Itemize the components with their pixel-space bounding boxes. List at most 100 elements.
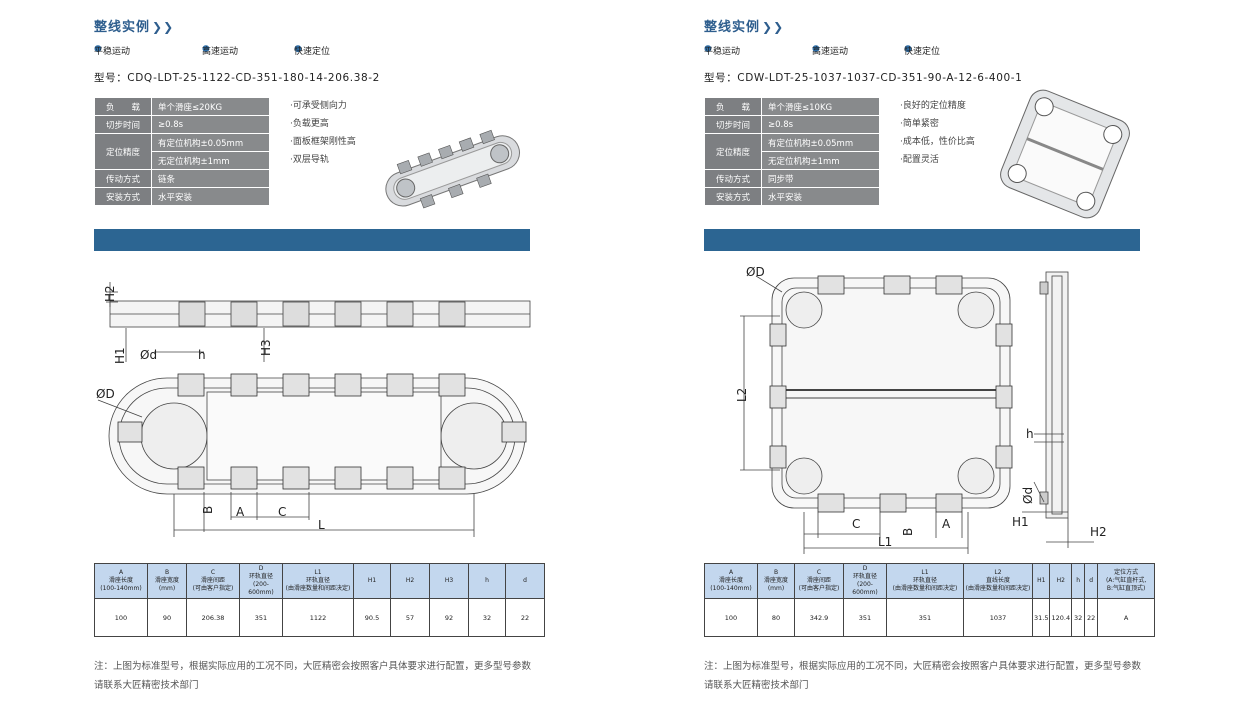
dim-label-b: B: [901, 528, 915, 536]
spec-table: 负 载单个滑座≤10KG 切步时间≥0.8s 定位精度有定位机构±0.05mm …: [704, 97, 880, 206]
dim-label-c: C: [852, 517, 860, 531]
feature-item: ·双层导轨: [290, 155, 329, 165]
spec-label: 定位精度: [704, 133, 762, 170]
spec-label: 传动方式: [704, 169, 762, 188]
table-cell: 57: [390, 598, 430, 637]
double-chevron-icon: ❯❯: [152, 20, 175, 34]
feature-bullet: 平稳运动: [94, 47, 131, 57]
table-cell: 351: [886, 598, 964, 637]
table-header: d: [505, 563, 545, 599]
table-header: H3: [429, 563, 469, 599]
feature-bullet: 高速运动: [812, 47, 849, 57]
feature-list: ·可承受侧向力 ·负载更高 ·面板框架刚性高 ·双层导轨: [290, 97, 356, 169]
bullet-icon: ●: [704, 44, 712, 54]
table-cell: 90: [147, 598, 187, 637]
product-photo: [385, 129, 520, 209]
section-title: 整线实例❯❯: [704, 20, 785, 35]
feature-bullet: 快速定位: [904, 47, 941, 57]
table-cell: 1122: [282, 598, 354, 637]
spec-value: 无定位机构±1mm: [151, 151, 270, 170]
dim-label-a: A: [236, 505, 245, 519]
feature-bullet: 高速运动: [202, 47, 239, 57]
dim-label-b: B: [201, 506, 215, 514]
feature-list: ·良好的定位精度 ·简单紧密 ·成本低，性价比高 ·配置灵活: [900, 97, 975, 169]
bullet-icon: ●: [202, 44, 210, 54]
dim-label-a: A: [942, 517, 951, 531]
table-cell: 32: [468, 598, 506, 637]
spec-label: 定位精度: [94, 133, 152, 170]
dim-label-D: ØD: [96, 387, 115, 401]
dim-label-l2: L2: [735, 388, 749, 402]
feature-bullet: 快速定位: [294, 47, 331, 57]
bullet-icon: ●: [904, 44, 912, 54]
feature-bullet: 平稳运动: [704, 47, 741, 57]
spec-value: 水平安装: [151, 187, 270, 206]
spec-table: 负 载单个滑座≤20KG 切步时间≥0.8s 定位精度有定位机构±0.05mm …: [94, 97, 270, 206]
table-header: H1: [353, 563, 391, 599]
left-panel: 整线实例❯❯ ● 平稳运动 ● 高速运动 ● 快速定位 型号：CDQ-LDT-2…: [94, 0, 554, 713]
table-header: H1: [1031, 563, 1051, 599]
footnote: 注：上图为标准型号，根据实际应用的工况不同，大匠精密会按照客户具体要求进行配置，…: [704, 661, 1142, 691]
table-cell: 31.5: [1031, 598, 1051, 637]
table-header: h: [468, 563, 506, 599]
table-header: d: [1084, 563, 1099, 599]
table-cell: 100: [704, 598, 758, 637]
dim-label-h2: H2: [1090, 525, 1107, 539]
table-cell: 90.5: [353, 598, 391, 637]
table-header: H2: [1049, 563, 1073, 599]
table-cell: 92: [429, 598, 469, 637]
feature-item: ·配置灵活: [900, 155, 939, 165]
spec-value: 链条: [151, 169, 270, 188]
technical-drawing: H2 H1 Ød h H3 ØD B A C L: [96, 282, 531, 537]
spec-value: 同步带: [761, 169, 880, 188]
spec-label: 负 载: [94, 97, 152, 116]
footnote: 注：上图为标准型号，根据实际应用的工况不同，大匠精密会按照客户具体要求进行配置，…: [94, 661, 532, 691]
feature-item: ·简单紧密: [900, 119, 939, 129]
table-cell: A: [1097, 598, 1156, 637]
dim-label-h1: H1: [1012, 515, 1029, 529]
table-cell: 32: [1071, 598, 1086, 637]
table-cell: 22: [505, 598, 545, 637]
model-number: 型号：CDQ-LDT-25-1122-CD-351-180-14-206.38-…: [94, 72, 380, 84]
dim-label-D: ØD: [746, 265, 765, 279]
spec-value: ≥0.8s: [151, 115, 270, 134]
table-row: 100 90 206.38 351 1122 90.5 57 92 32 22: [94, 598, 545, 637]
feature-item: ·面板框架刚性高: [290, 137, 356, 147]
spec-value: 单个滑座≤10KG: [761, 97, 880, 116]
spec-label: 切步时间: [94, 115, 152, 134]
dim-label-d: Ød: [1021, 487, 1035, 504]
dim-label-h: h: [1026, 427, 1034, 441]
bullet-icon: ●: [812, 44, 820, 54]
table-header: H2: [390, 563, 430, 599]
table-cell: 351: [239, 598, 283, 637]
spec-label: 安装方式: [704, 187, 762, 206]
feature-item: ·负载更高: [290, 119, 329, 129]
dim-label-l1: L1: [878, 535, 892, 549]
right-panel: 整线实例❯❯ ● 平稳运动 ● 高速运动 ● 快速定位 型号：CDW-LDT-2…: [704, 0, 1164, 713]
bullet-icon: ●: [294, 44, 302, 54]
model-number: 型号：CDW-LDT-25-1037-1037-CD-351-90-A-12-6…: [704, 72, 1023, 84]
spec-value: ≥0.8s: [761, 115, 880, 134]
table-cell: 342.9: [794, 598, 844, 637]
spec-label: 负 载: [704, 97, 762, 116]
spec-value: 水平安装: [761, 187, 880, 206]
dim-label-h: h: [198, 348, 206, 362]
spec-value: 有定位机构±0.05mm: [151, 133, 270, 152]
dim-label-h2: H2: [103, 285, 117, 302]
table-cell: 100: [94, 598, 148, 637]
section-bar: [704, 229, 1140, 251]
dim-label-d: Ød: [140, 348, 157, 362]
spec-label: 传动方式: [94, 169, 152, 188]
product-photo: [1000, 89, 1130, 219]
feature-item: ·良好的定位精度: [900, 101, 966, 111]
